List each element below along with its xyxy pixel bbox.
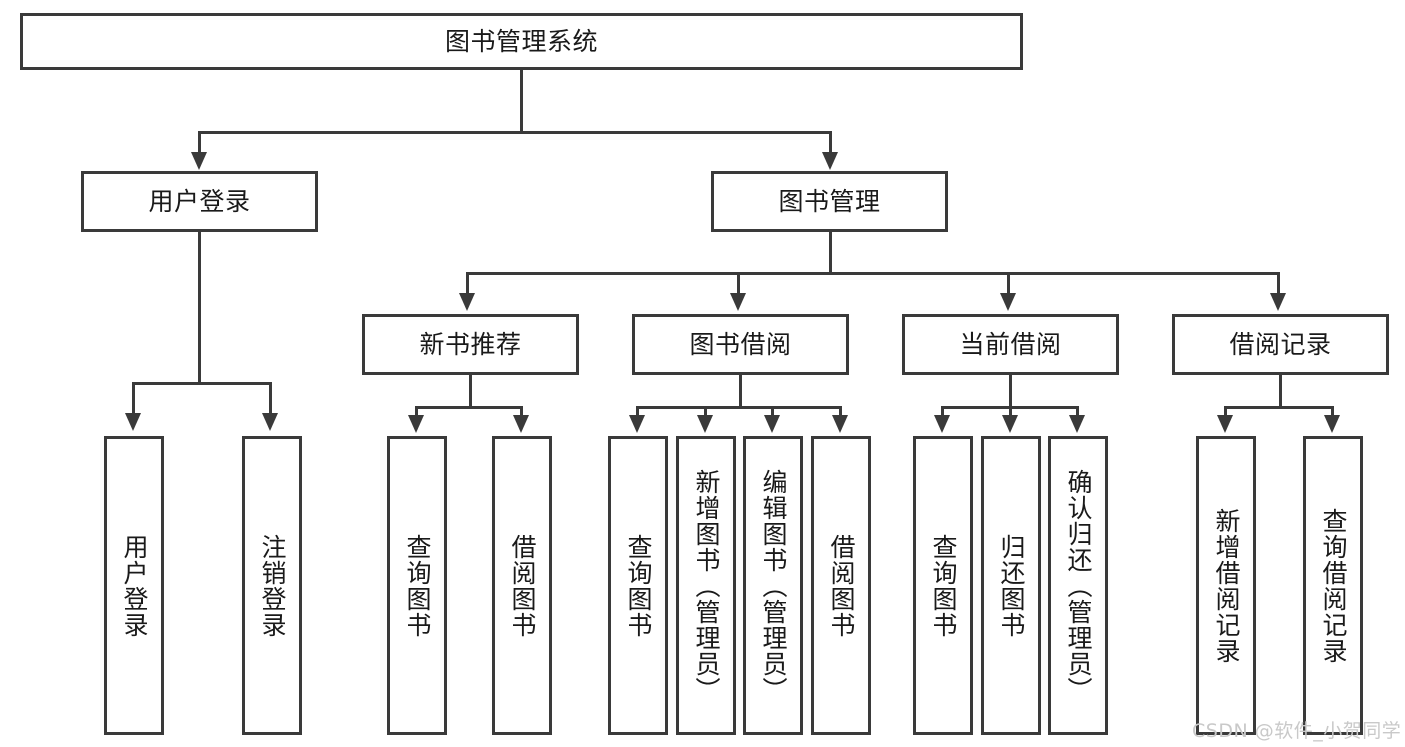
edge-borrowrecord-down xyxy=(1279,375,1282,409)
node-new-book-recommend[interactable]: 新书推荐 xyxy=(362,314,579,375)
edge-bookborrow-stub-2 xyxy=(704,406,707,416)
edge-level3-stub-1 xyxy=(466,272,469,294)
edge-bookborrow-bus xyxy=(636,406,842,409)
leaf-query-borrow-record[interactable]: 查询借阅记录 xyxy=(1303,436,1363,735)
leaf-query-book-borrow[interactable]: 查询图书 xyxy=(608,436,668,735)
node-label: 新增图书（管理员） xyxy=(692,468,721,703)
arrow-to-book-borrow xyxy=(730,293,746,311)
edge-level3-stub-3 xyxy=(1007,272,1010,294)
node-label: 图书管理 xyxy=(778,186,881,216)
arrow-to-leaf-borrow-book-1 xyxy=(513,415,529,433)
node-root-system[interactable]: 图书管理系统 xyxy=(20,13,1023,70)
node-label: 图书借阅 xyxy=(689,329,792,359)
arrow-to-book-manage xyxy=(822,152,838,170)
arrow-to-leaf-add-record xyxy=(1217,415,1233,433)
node-current-borrow[interactable]: 当前借阅 xyxy=(902,314,1119,375)
arrow-to-leaf-return-book xyxy=(1002,415,1018,433)
edge-bus-to-book-manage xyxy=(829,131,832,153)
leaf-query-book-current[interactable]: 查询图书 xyxy=(913,436,973,735)
leaf-borrow-book[interactable]: 借阅图书 xyxy=(811,436,871,735)
arrow-to-leaf-query-book-2 xyxy=(629,415,645,433)
node-label: 注销登录 xyxy=(258,533,287,638)
node-label: 借阅记录 xyxy=(1229,329,1332,359)
edge-newbook-down xyxy=(469,375,472,409)
edge-newbook-stub-2 xyxy=(520,406,523,416)
leaf-edit-book-admin[interactable]: 编辑图书（管理员） xyxy=(743,436,803,735)
leaf-add-book-admin[interactable]: 新增图书（管理员） xyxy=(676,436,736,735)
leaf-query-book-recommend[interactable]: 查询图书 xyxy=(387,436,447,735)
arrow-to-user-login xyxy=(191,152,207,170)
node-label: 查询图书 xyxy=(403,533,432,638)
leaf-return-book[interactable]: 归还图书 xyxy=(981,436,1041,735)
arrow-to-borrow-record xyxy=(1270,293,1286,311)
csdn-watermark: CSDN @软件_小贺同学 xyxy=(1192,720,1402,742)
node-user-login[interactable]: 用户登录 xyxy=(81,171,318,232)
edge-userlogin-stub-1 xyxy=(132,382,135,414)
edge-borrowrecord-stub-1 xyxy=(1224,406,1227,416)
edge-level3-bus xyxy=(466,272,1280,275)
node-label: 新书推荐 xyxy=(419,329,522,359)
arrow-to-leaf-confirm-return xyxy=(1069,415,1085,433)
edge-userlogin-bus xyxy=(132,382,271,385)
leaf-logout[interactable]: 注销登录 xyxy=(242,436,302,735)
arrow-to-leaf-query-book-3 xyxy=(934,415,950,433)
node-label: 查询图书 xyxy=(624,533,653,638)
node-label: 编辑图书（管理员） xyxy=(759,468,788,703)
arrow-to-leaf-query-record xyxy=(1324,415,1340,433)
edge-bookborrow-stub-1 xyxy=(636,406,639,416)
node-label: 查询借阅记录 xyxy=(1319,507,1348,664)
arrow-to-leaf-add-book xyxy=(697,415,713,433)
node-label: 图书管理系统 xyxy=(444,26,598,56)
edge-userlogin-stub-2 xyxy=(269,382,272,414)
arrow-to-current-borrow xyxy=(1000,293,1016,311)
node-label: 归还图书 xyxy=(997,533,1026,638)
edge-newbook-stub-1 xyxy=(415,406,418,416)
edge-userlogin-down xyxy=(198,232,201,384)
edge-bookborrow-stub-4 xyxy=(839,406,842,416)
node-label: 用户登录 xyxy=(148,186,251,216)
edge-newbook-bus xyxy=(415,406,523,409)
node-label: 当前借阅 xyxy=(959,329,1062,359)
arrow-to-leaf-borrow-book-2 xyxy=(832,415,848,433)
edge-bus-to-user-login xyxy=(198,131,201,153)
edge-level3-stub-2 xyxy=(737,272,740,294)
edge-level3-stub-4 xyxy=(1277,272,1280,294)
edge-currentborrow-down xyxy=(1009,375,1012,409)
arrow-to-leaf-user-login xyxy=(125,413,141,431)
leaf-confirm-return-admin[interactable]: 确认归还（管理员） xyxy=(1048,436,1108,735)
node-label: 查询图书 xyxy=(929,533,958,638)
edge-bookborrow-stub-3 xyxy=(771,406,774,416)
arrow-to-leaf-edit-book xyxy=(764,415,780,433)
edge-borrowrecord-stub-2 xyxy=(1331,406,1334,416)
edge-currentborrow-stub-3 xyxy=(1076,406,1079,416)
edge-bookmanage-down xyxy=(829,232,832,274)
arrow-to-leaf-logout xyxy=(262,413,278,431)
arrow-to-new-book-recommend xyxy=(459,293,475,311)
node-book-borrow[interactable]: 图书借阅 xyxy=(632,314,849,375)
node-borrow-record[interactable]: 借阅记录 xyxy=(1172,314,1389,375)
node-label: 新增借阅记录 xyxy=(1212,507,1241,664)
edge-borrowrecord-bus xyxy=(1224,406,1334,409)
leaf-user-login[interactable]: 用户登录 xyxy=(104,436,164,735)
node-book-manage[interactable]: 图书管理 xyxy=(711,171,948,232)
edge-root-bus xyxy=(198,131,832,134)
edge-root-down xyxy=(520,70,523,133)
edge-bookborrow-down xyxy=(739,375,742,409)
leaf-borrow-book-recommend[interactable]: 借阅图书 xyxy=(492,436,552,735)
node-label: 借阅图书 xyxy=(827,533,856,638)
edge-currentborrow-stub-1 xyxy=(941,406,944,416)
arrow-to-leaf-query-book-1 xyxy=(408,415,424,433)
node-label: 用户登录 xyxy=(120,533,149,638)
node-label: 确认归还（管理员） xyxy=(1064,468,1093,703)
edge-currentborrow-stub-2 xyxy=(1009,406,1012,416)
node-label: 借阅图书 xyxy=(508,533,537,638)
leaf-add-borrow-record[interactable]: 新增借阅记录 xyxy=(1196,436,1256,735)
